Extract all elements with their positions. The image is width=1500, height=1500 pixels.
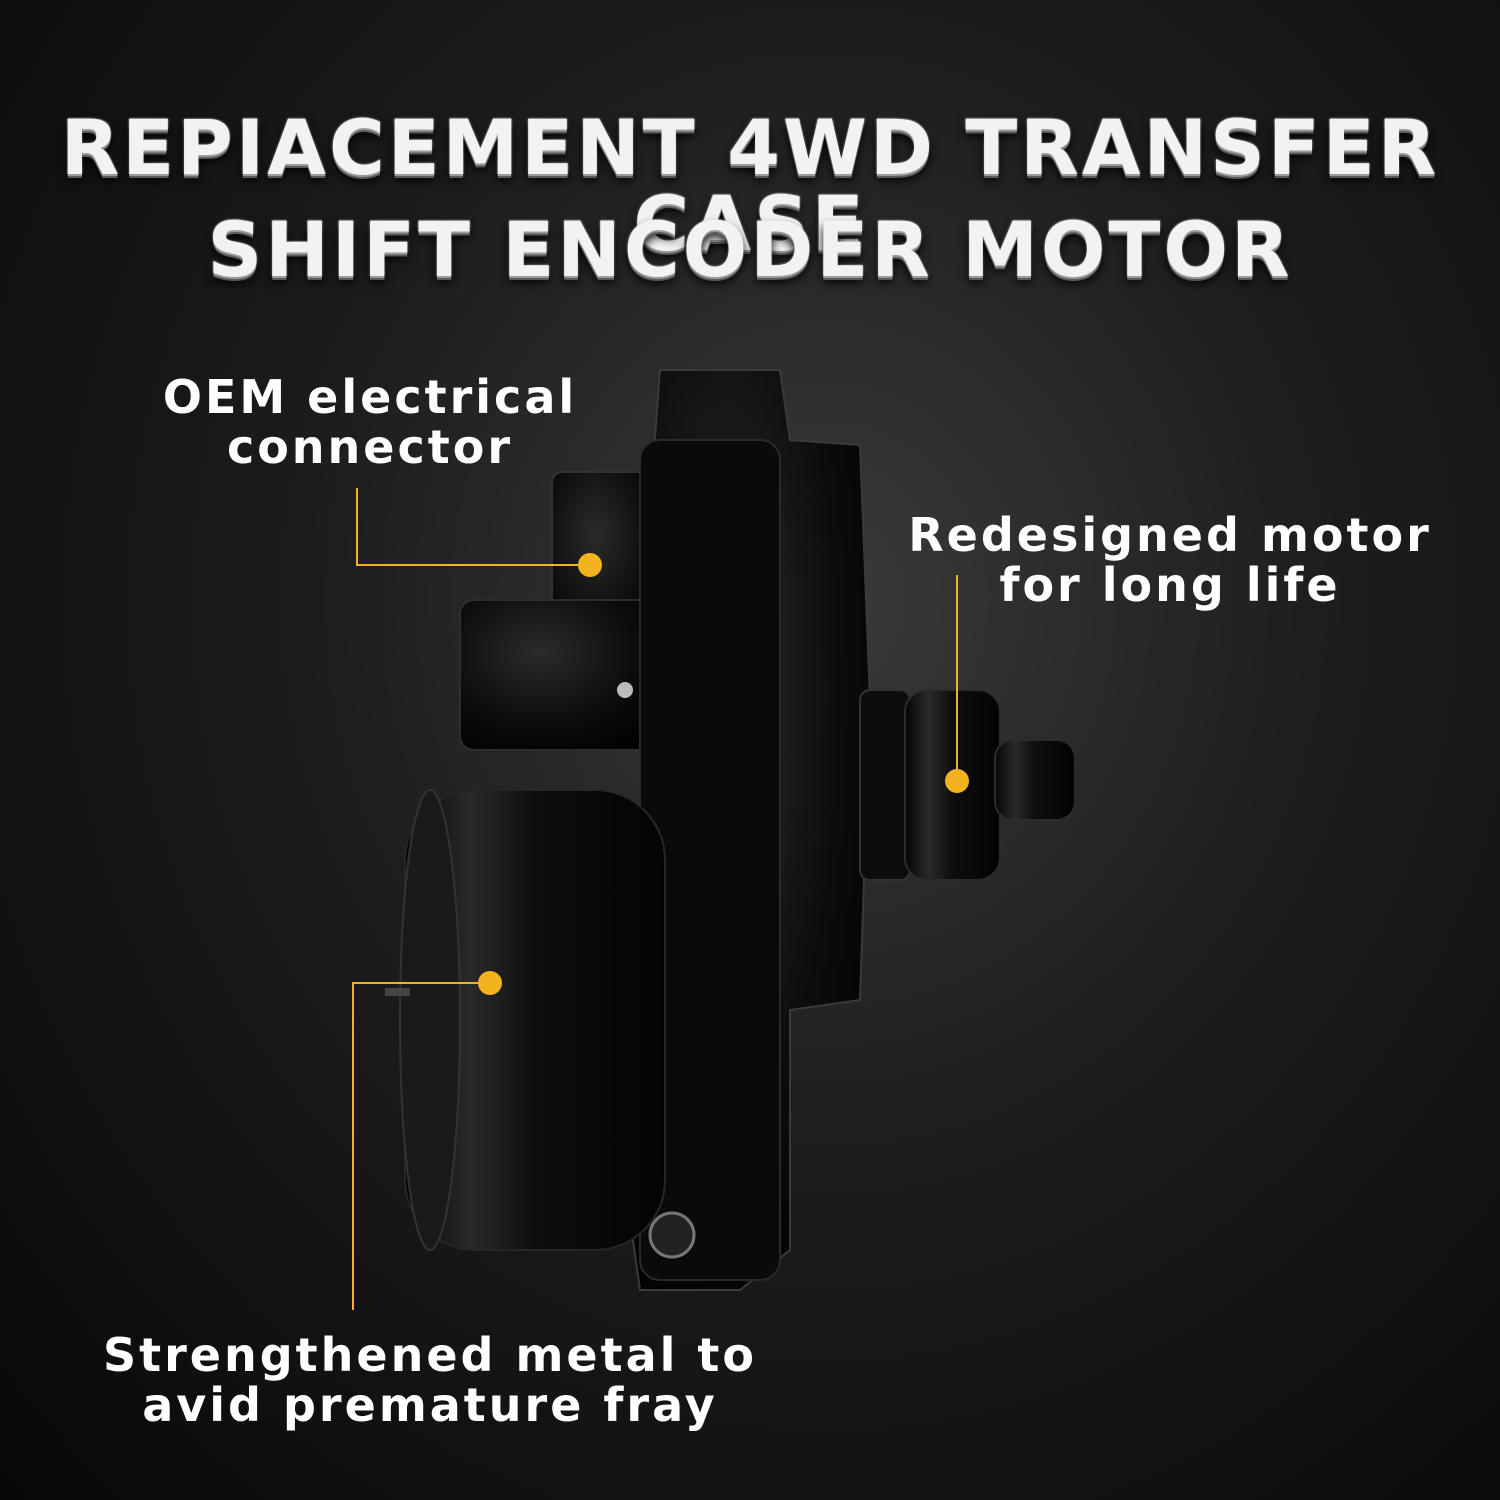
screw-icon [617, 682, 633, 698]
callout-metal: Strengthened metal to avid premature fra… [60, 1330, 800, 1430]
callout-motor-line1: Redesigned motor [908, 508, 1432, 562]
metal-marker-dot [478, 971, 502, 995]
callout-dots [478, 553, 969, 995]
motor-can [385, 789, 666, 1251]
callout-motor: Redesigned motor for long life [880, 510, 1460, 610]
callout-motor-line2: for long life [999, 558, 1341, 612]
motor-marker-dot [945, 769, 969, 793]
callout-metal-line2: avid premature fray [142, 1378, 718, 1432]
page-title-line1: REPIACEMENT 4WD TRANSFER CASE [60, 103, 1440, 268]
callout-lines [352, 488, 958, 1310]
screw-icon [648, 1211, 696, 1259]
callout-metal-line1: Strengthened metal to [102, 1328, 758, 1382]
callout-connector-line2: connector [226, 420, 514, 474]
output-shaft [859, 689, 1076, 881]
connector-marker-dot [578, 553, 602, 577]
connector-housing [459, 471, 663, 751]
page-title-line2: SHIFT ENCODER MOTOR [207, 205, 1293, 294]
callout-connector: OEM electrical connector [120, 372, 620, 472]
motor-housing [628, 369, 872, 1291]
callout-connector-line1: OEM electrical [162, 370, 578, 424]
